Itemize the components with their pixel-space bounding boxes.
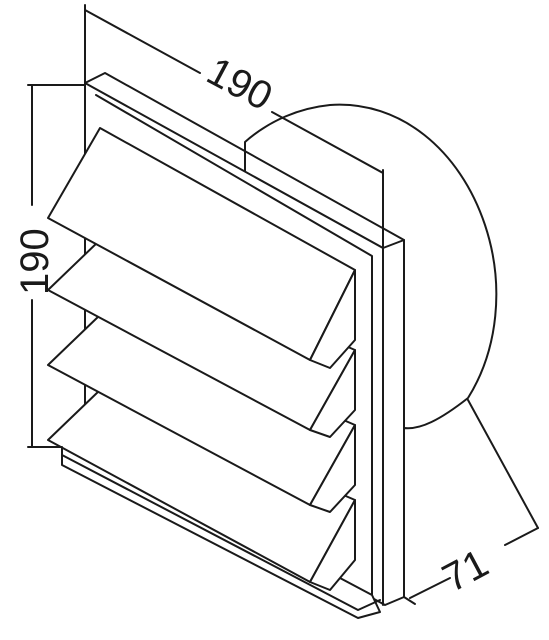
frame-inner-rim (95, 94, 373, 596)
louver-blade-3-side (309, 424, 356, 513)
depth-extension-line-duct (467, 399, 539, 529)
louver-blade-1-side (309, 269, 356, 369)
depth-dimension-line-right (504, 527, 539, 546)
depth-extension-line-frame (403, 596, 416, 605)
width-dimension-line-right (271, 111, 384, 174)
width-dimension-line-left (84, 9, 201, 74)
louver-blade-2-side (309, 349, 356, 438)
height-label: 190 (13, 228, 57, 295)
louver-bottom-lip-edge (61, 454, 381, 611)
depth-dimension-line-left (409, 577, 451, 599)
width-label: 190 (200, 49, 280, 119)
louver-blade-4-side (309, 499, 356, 591)
depth-label: 71 (436, 541, 496, 601)
frame-side-edge (84, 72, 405, 241)
